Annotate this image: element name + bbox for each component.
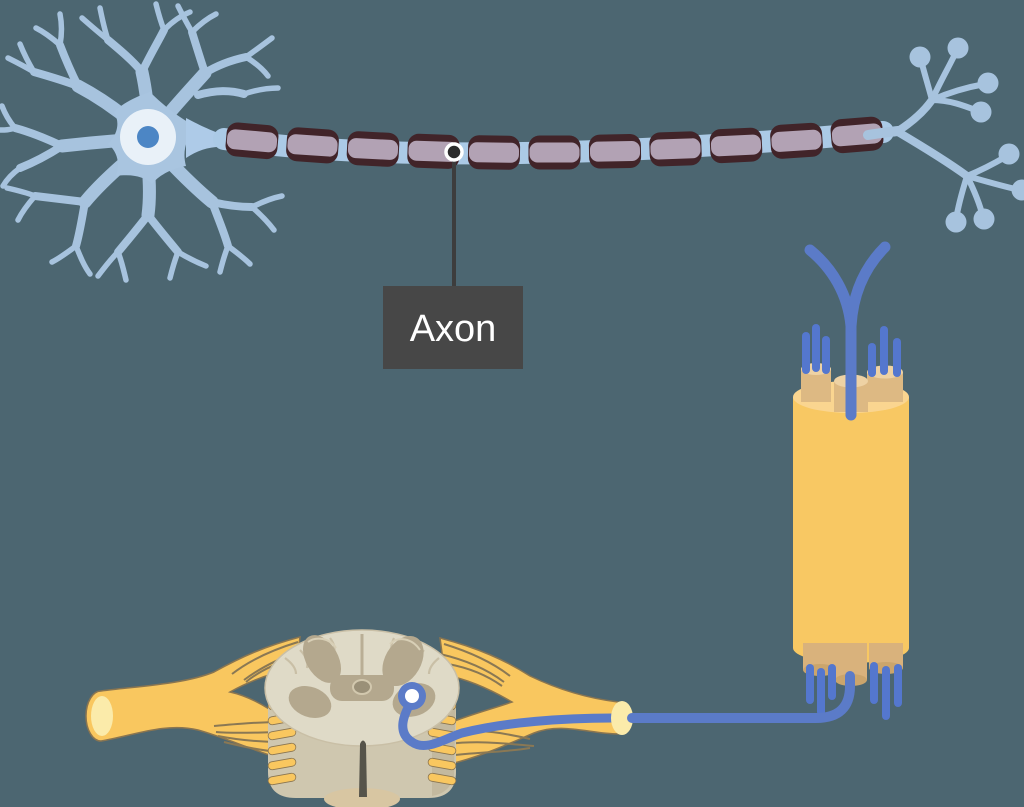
neuron bbox=[0, 1, 1024, 283]
myelin-segment bbox=[830, 116, 884, 154]
anterior-median-fissure bbox=[359, 740, 367, 797]
axon-label-group: Axon bbox=[383, 142, 523, 369]
nucleolus bbox=[137, 126, 159, 148]
label-text: Axon bbox=[410, 308, 497, 350]
rootlet-lines-right bbox=[439, 643, 535, 757]
myelin-segment bbox=[528, 135, 581, 170]
central-canal bbox=[352, 679, 372, 695]
myelin-segment bbox=[346, 131, 400, 167]
myelin-segment bbox=[649, 131, 702, 167]
myelin-segment bbox=[225, 122, 279, 160]
label-box[interactable] bbox=[383, 286, 523, 369]
myelin-segment bbox=[286, 127, 339, 164]
myelin-sheath bbox=[225, 116, 884, 170]
nerve-fibers-bottom bbox=[806, 662, 902, 720]
motor-axon-connector bbox=[627, 671, 855, 723]
terminal-boutons bbox=[909, 37, 1024, 233]
nerve-bundle-body bbox=[793, 397, 909, 648]
motor-neuron-nucleus bbox=[405, 689, 419, 703]
nerve-cut-end-right bbox=[611, 701, 633, 735]
myelin-segment bbox=[709, 127, 763, 164]
myelin-segment bbox=[770, 122, 823, 159]
spinal-nerve-right bbox=[439, 636, 628, 766]
axon-terminals bbox=[863, 37, 1024, 233]
myelin-segment bbox=[407, 133, 460, 169]
branching-fiber-y bbox=[804, 241, 891, 421]
myelin-segment bbox=[588, 134, 642, 169]
cord-bottom-ellipse bbox=[324, 788, 400, 807]
nerve-bundle bbox=[793, 241, 909, 720]
spinal-nerve-left bbox=[85, 635, 304, 760]
nerve-cut-end-left bbox=[91, 696, 113, 736]
myelin-segment bbox=[467, 135, 521, 170]
nerve-fibers-top bbox=[802, 324, 901, 377]
axon-pin-marker[interactable] bbox=[444, 142, 464, 162]
axon-hillock bbox=[186, 118, 226, 158]
gray-matter-highlights bbox=[307, 637, 421, 651]
motor-axon-in-nerve bbox=[398, 695, 617, 750]
spinal-cord bbox=[85, 629, 633, 807]
